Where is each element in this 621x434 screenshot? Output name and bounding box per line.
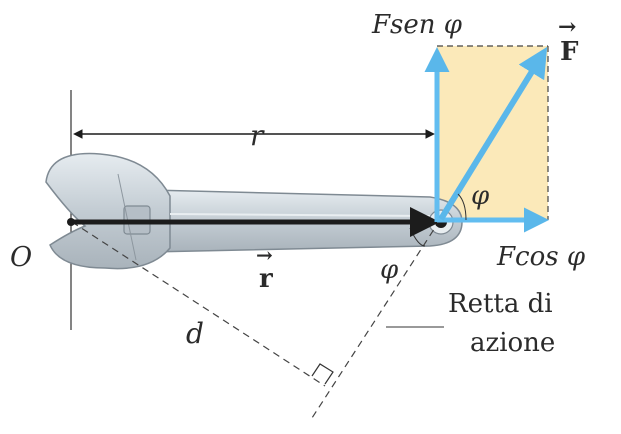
origin-pivot-point <box>67 218 75 226</box>
right-angle-marker <box>311 363 334 385</box>
wrench-head <box>45 152 171 270</box>
f-vector-arrow-mark: → <box>558 14 576 40</box>
f-cos-label: Fcos φ <box>496 242 586 272</box>
r-vector-label: r <box>259 264 273 294</box>
r-length-label: r <box>250 119 265 152</box>
phi-upper-label: φ <box>471 181 490 211</box>
phi-lower-label: φ <box>380 255 399 285</box>
wrench-highlight <box>169 213 431 217</box>
wrench-illustration <box>45 152 463 270</box>
line-of-action-dashed <box>311 219 441 419</box>
r-vector-arrow-mark: → <box>256 243 273 267</box>
f-sin-label: Fsen φ <box>371 10 463 40</box>
line-of-action-label-line2: azione <box>470 328 555 358</box>
phi-arc-upper <box>457 193 467 221</box>
origin-label: O <box>10 242 32 273</box>
lever-arm-dashed-line <box>71 221 326 387</box>
f-vector-label: F <box>560 37 579 67</box>
d-distance-label: d <box>186 317 204 350</box>
force-vector-arrow <box>438 46 548 221</box>
line-of-action-label-line1: Retta di <box>448 289 553 319</box>
wrench-jaw-line <box>117 173 137 261</box>
